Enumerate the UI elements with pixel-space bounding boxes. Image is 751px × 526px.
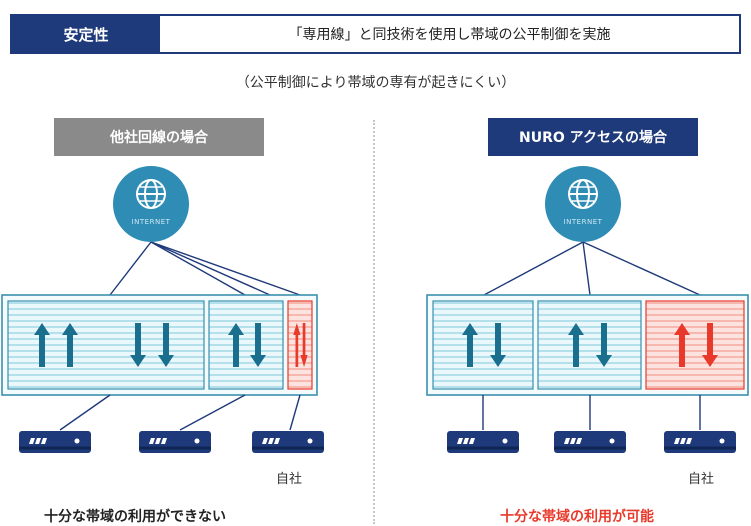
right-panel-title: NURO アクセスの場合	[488, 118, 698, 156]
globe-label: INTERNET	[131, 218, 171, 226]
panel-divider	[373, 120, 375, 524]
router-icon	[552, 429, 628, 455]
left-connections	[109, 241, 301, 296]
left-bandwidth-segment-large	[7, 300, 205, 390]
header-tag: 安定性	[12, 16, 160, 52]
right-bandwidth-segment-own	[645, 300, 745, 390]
globe-icon	[568, 179, 598, 209]
left-router-connections	[59, 394, 301, 431]
header-bar: 安定性 「専用線」と同技術を使用し帯域の公平制御を実施	[10, 14, 741, 54]
header-text: 「専用線」と同技術を使用し帯域の公平制御を実施	[288, 27, 611, 43]
left-caption: 十分な帯域の利用ができない	[44, 509, 226, 525]
router-icon	[250, 429, 326, 455]
globe-icon	[136, 179, 166, 209]
right-connections	[483, 241, 701, 296]
left-bandwidth-segment-mid	[208, 300, 284, 390]
router-icon	[137, 429, 213, 455]
left-own-label: 自社	[276, 472, 303, 487]
router-icon	[445, 429, 521, 455]
right-caption: 十分な帯域の利用が可能	[500, 509, 654, 525]
left-bandwidth-segment-own	[287, 300, 313, 390]
right-internet-globe: INTERNET	[545, 166, 621, 242]
router-icon	[17, 429, 93, 455]
router-icon	[662, 429, 738, 455]
right-bandwidth-segment-2	[537, 300, 642, 390]
right-bandwidth-segment-1	[432, 300, 534, 390]
left-panel-title: 他社回線の場合	[54, 118, 264, 156]
globe-label: INTERNET	[563, 218, 603, 226]
subtitle: （公平制御により帯域の専有が起きにくい）	[235, 75, 516, 91]
right-own-label: 自社	[688, 472, 715, 487]
right-router-connections	[482, 395, 701, 430]
left-internet-globe: INTERNET	[113, 166, 189, 242]
